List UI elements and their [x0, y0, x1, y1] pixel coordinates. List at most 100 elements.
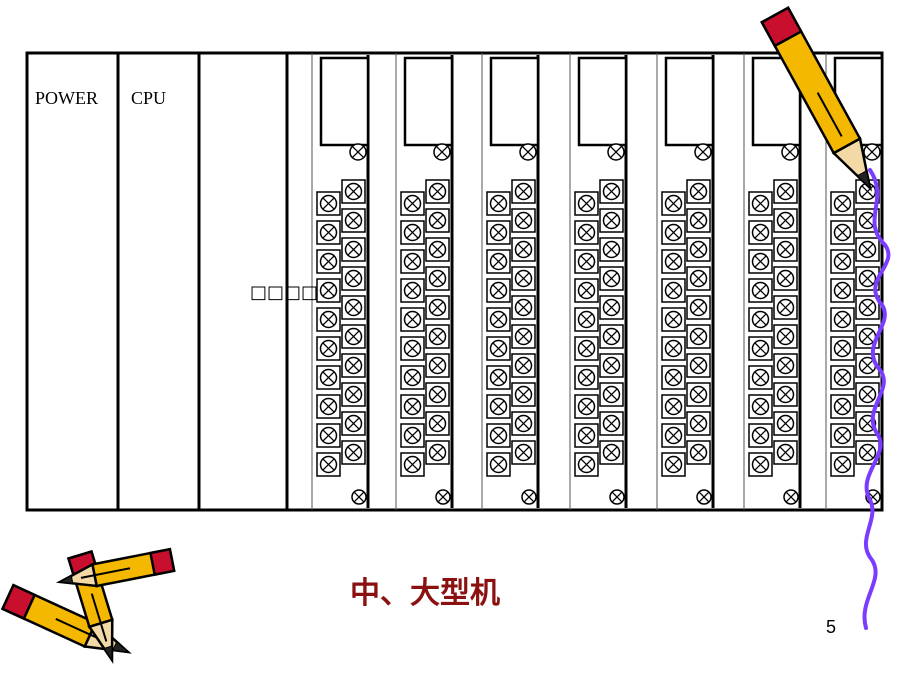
- terminal-screw-icon: [428, 385, 447, 404]
- terminal-screw-icon: [403, 339, 422, 358]
- terminal-screw-icon: [514, 298, 533, 317]
- slot3-vertical-label: □□□□: [250, 284, 318, 302]
- terminal-screw-icon: [577, 455, 596, 474]
- terminal-screw-icon: [433, 143, 451, 161]
- terminal-screw-icon: [602, 356, 621, 375]
- terminal-screw-icon: [689, 356, 708, 375]
- terminal-screw-icon: [833, 194, 852, 213]
- terminal-screw-icon: [403, 223, 422, 242]
- terminal-screw-icon: [344, 327, 363, 346]
- terminal-screw-icon: [319, 426, 338, 445]
- io-module: [481, 53, 540, 510]
- terminal-screw-icon: [602, 414, 621, 433]
- terminal-screw-icon: [833, 310, 852, 329]
- terminal-screw-icon: [577, 194, 596, 213]
- terminal-screw-icon: [858, 298, 877, 317]
- terminal-screw-icon: [344, 356, 363, 375]
- terminal-screw-icon: [577, 426, 596, 445]
- terminal-screw-icon: [602, 327, 621, 346]
- terminal-screw-icon: [751, 252, 770, 271]
- terminal-screw-icon: [489, 310, 508, 329]
- terminal-screw-icon: [521, 489, 537, 505]
- terminal-screw-icon: [514, 211, 533, 230]
- terminal-screw-icon: [833, 281, 852, 300]
- crossed-pencils-icon: [0, 547, 176, 665]
- terminal-screw-icon: [319, 223, 338, 242]
- terminal-screw-icon: [602, 240, 621, 259]
- terminal-screw-icon: [319, 455, 338, 474]
- terminal-screw-icon: [344, 298, 363, 317]
- page-number: 5: [826, 617, 837, 637]
- terminal-screw-icon: [428, 211, 447, 230]
- module-window: [403, 56, 454, 147]
- terminal-screw-icon: [319, 281, 338, 300]
- terminal-screw-icon: [319, 339, 338, 358]
- terminal-screw-icon: [602, 182, 621, 201]
- terminal-screw-icon: [751, 223, 770, 242]
- terminal-screw-icon: [602, 211, 621, 230]
- terminal-screw-icon: [602, 269, 621, 288]
- terminal-screw-icon: [602, 298, 621, 317]
- rack-frame: [25, 51, 884, 512]
- terminal-screw-icon: [403, 310, 422, 329]
- terminal-screw-icon: [664, 455, 683, 474]
- terminal-screw-icon: [514, 240, 533, 259]
- power-slot-label: POWER: [35, 88, 98, 108]
- terminal-screw-icon: [689, 211, 708, 230]
- terminal-screw-icon: [435, 489, 451, 505]
- terminal-screw-icon: [428, 298, 447, 317]
- terminal-screw-icon: [833, 252, 852, 271]
- terminal-screw-icon: [609, 489, 625, 505]
- terminal-screw-icon: [577, 252, 596, 271]
- terminal-screw-icon: [489, 426, 508, 445]
- terminal-screw-icon: [514, 182, 533, 201]
- terminal-screw-icon: [428, 356, 447, 375]
- terminal-screw-icon: [689, 443, 708, 462]
- terminal-screw-icon: [689, 327, 708, 346]
- io-modules: [311, 53, 884, 510]
- terminal-screw-icon: [514, 385, 533, 404]
- terminal-screw-icon: [514, 414, 533, 433]
- terminal-screw-icon: [776, 182, 795, 201]
- terminal-screw-icon: [489, 281, 508, 300]
- terminal-screw-icon: [833, 455, 852, 474]
- terminal-screw-icon: [833, 339, 852, 358]
- terminal-screw-icon: [489, 368, 508, 387]
- terminal-screw-icon: [776, 298, 795, 317]
- terminal-screw-icon: [664, 281, 683, 300]
- terminal-screw-icon: [689, 385, 708, 404]
- terminal-screw-icon: [664, 426, 683, 445]
- terminal-screw-icon: [577, 368, 596, 387]
- terminal-screw-icon: [319, 397, 338, 416]
- terminal-screw-icon: [863, 143, 881, 161]
- terminal-screw-icon: [428, 443, 447, 462]
- terminal-screw-icon: [751, 310, 770, 329]
- terminal-screw-icon: [833, 426, 852, 445]
- terminal-screw-icon: [689, 269, 708, 288]
- terminal-screw-icon: [489, 223, 508, 242]
- terminal-screw-icon: [602, 443, 621, 462]
- terminal-screw-icon: [751, 426, 770, 445]
- terminal-screw-icon: [428, 240, 447, 259]
- terminal-screw-icon: [664, 368, 683, 387]
- terminal-screw-icon: [403, 397, 422, 416]
- terminal-screw-icon: [833, 223, 852, 242]
- terminal-screw-icon: [344, 240, 363, 259]
- terminal-screw-icon: [664, 339, 683, 358]
- terminal-screw-icon: [858, 269, 877, 288]
- terminal-screw-icon: [858, 385, 877, 404]
- terminal-screw-icon: [349, 143, 367, 161]
- module-window: [489, 56, 540, 147]
- terminal-screw-icon: [403, 252, 422, 271]
- terminal-screw-icon: [751, 368, 770, 387]
- terminal-screw-icon: [858, 240, 877, 259]
- terminal-screw-icon: [319, 194, 338, 213]
- terminal-screw-icon: [776, 269, 795, 288]
- terminal-screw-icon: [514, 443, 533, 462]
- terminal-screw-icon: [689, 414, 708, 433]
- pencil-icon: [760, 6, 873, 192]
- terminal-screw-icon: [776, 327, 795, 346]
- io-module: [395, 53, 454, 510]
- terminal-screw-icon: [577, 397, 596, 416]
